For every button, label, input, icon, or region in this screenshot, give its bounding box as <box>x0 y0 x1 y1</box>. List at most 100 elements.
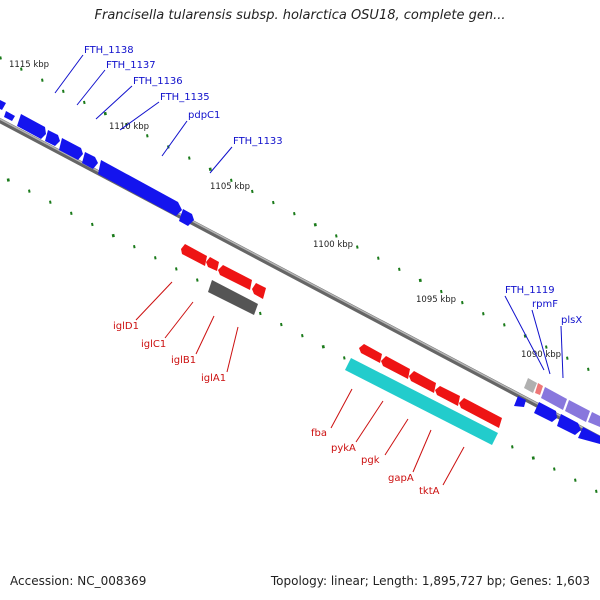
gene-label-rpmF-leader-line <box>531 309 551 375</box>
scale-label: 1100 kbp <box>313 240 353 250</box>
tick-mark <box>280 322 283 327</box>
scale-label: 1095 kbp <box>416 295 456 305</box>
tick-mark <box>83 100 86 105</box>
gene-label-tktA-leader-line <box>442 446 465 486</box>
gene-purple[interactable] <box>565 400 590 422</box>
tick-mark <box>91 222 94 227</box>
tick-mark <box>272 200 275 205</box>
gene-arrow[interactable] <box>381 356 410 379</box>
tick-mark <box>503 323 506 327</box>
tick-mark <box>313 223 317 227</box>
gene-arrow[interactable] <box>206 257 219 271</box>
gene-arrow[interactable] <box>218 265 252 290</box>
tick-mark <box>146 134 149 138</box>
gene-label-fba: fba <box>311 428 327 439</box>
gene-label-FTH_1137: FTH_1137 <box>106 60 156 71</box>
tick-mark <box>335 234 338 238</box>
gene-label-FTH_1136: FTH_1136 <box>133 76 183 87</box>
tick-mark <box>0 56 2 60</box>
scale-label: 1110 kbp <box>109 122 149 132</box>
tick-mark <box>553 467 556 471</box>
tick-mark <box>175 267 178 271</box>
tick-mark <box>418 278 422 283</box>
tick-mark <box>188 156 191 160</box>
gene-purple[interactable] <box>588 412 600 427</box>
tick-mark <box>566 356 569 360</box>
gene-arrow[interactable] <box>82 152 98 169</box>
gene-arrow[interactable] <box>534 402 557 422</box>
tick-mark <box>595 489 598 494</box>
tick-mark <box>196 278 199 282</box>
gene-label-iglB1-leader-line <box>195 315 215 355</box>
accession-text: Accession: NC_008369 <box>10 574 147 588</box>
gene-arrow[interactable] <box>179 209 194 226</box>
tick-mark <box>251 189 254 194</box>
gene-arrow[interactable] <box>252 283 266 299</box>
gene-label-pykA-leader-line <box>355 400 384 443</box>
gene-purple[interactable] <box>541 387 567 410</box>
gene-label-gapA: gapA <box>388 473 414 484</box>
tick-mark <box>511 445 514 449</box>
gene-label-iglA1-leader-line <box>226 326 239 373</box>
gene-label-FTH_1136-leader-line <box>95 85 133 120</box>
gene-label-FTH_1138-leader-line <box>54 54 84 94</box>
tick-mark <box>259 311 262 316</box>
gene-arrow[interactable] <box>59 138 83 160</box>
gene-label-iglA1: iglA1 <box>201 373 226 384</box>
scale-label: 1105 kbp <box>210 182 250 192</box>
gene-label-plsX-leader-line <box>560 325 564 379</box>
tick-mark <box>6 178 10 182</box>
gene-gray[interactable] <box>524 378 537 393</box>
tick-mark <box>28 189 31 193</box>
gene-arrow[interactable] <box>4 111 15 121</box>
gene-rna[interactable] <box>535 383 543 395</box>
gene-label-FTH_1135: FTH_1135 <box>160 92 210 103</box>
scale-label: 1115 kbp <box>9 60 49 70</box>
genome-summary-text: Topology: linear; Length: 1,895,727 bp; … <box>270 574 590 588</box>
gene-arrow[interactable] <box>557 414 581 435</box>
gene-arrow[interactable] <box>181 244 207 266</box>
genome-title: Francisella tularensis subsp. holarctica… <box>94 8 506 23</box>
tick-mark <box>343 356 346 360</box>
tick-mark <box>482 312 485 316</box>
genome-backbone <box>0 117 600 442</box>
gene-arrow[interactable] <box>578 427 600 444</box>
gene-label-rpmF: rpmF <box>532 299 558 310</box>
gene-arrow[interactable] <box>409 371 436 393</box>
gene-label-tktA: tktA <box>419 486 440 497</box>
tick-mark <box>49 200 52 204</box>
gene-cyan-block[interactable] <box>345 358 498 445</box>
gene-arrow[interactable] <box>45 130 60 146</box>
tick-mark <box>111 233 115 238</box>
gene-arrow[interactable] <box>0 99 6 110</box>
gene-label-FTH_1138: FTH_1138 <box>84 45 134 56</box>
tick-mark <box>531 456 535 460</box>
tick-mark <box>70 211 73 216</box>
tick-mark <box>321 345 325 349</box>
gene-label-FTH_1119: FTH_1119 <box>505 285 555 296</box>
tick-mark <box>545 345 548 349</box>
gene-arrow[interactable] <box>459 398 502 428</box>
gene-label-FTH_1135-leader-line <box>119 101 160 131</box>
gene-label-iglB1: iglB1 <box>171 355 196 366</box>
gene-label-iglD1-leader-line <box>135 281 173 321</box>
gene-label-pdpC1-leader-line <box>161 120 188 157</box>
gene-arrow[interactable] <box>435 386 460 406</box>
gene-arrow[interactable] <box>17 114 46 139</box>
tick-marks <box>0 56 598 494</box>
gene-arrow[interactable] <box>359 344 382 363</box>
tick-mark <box>587 367 590 372</box>
gene-arrow[interactable] <box>98 160 182 216</box>
reverse-genes <box>181 244 502 445</box>
gene-label-iglD1: iglD1 <box>113 321 139 332</box>
tick-mark <box>154 256 157 260</box>
tick-mark <box>208 167 212 171</box>
gene-arrow[interactable] <box>514 396 526 407</box>
tick-mark <box>41 78 44 82</box>
gene-gray-block[interactable] <box>208 280 258 315</box>
gene-label-iglC1-leader-line <box>164 301 194 339</box>
scale-label: 1090 kbp <box>521 350 561 360</box>
gene-label-pgk: pgk <box>361 455 380 466</box>
forward-genes <box>0 99 600 444</box>
